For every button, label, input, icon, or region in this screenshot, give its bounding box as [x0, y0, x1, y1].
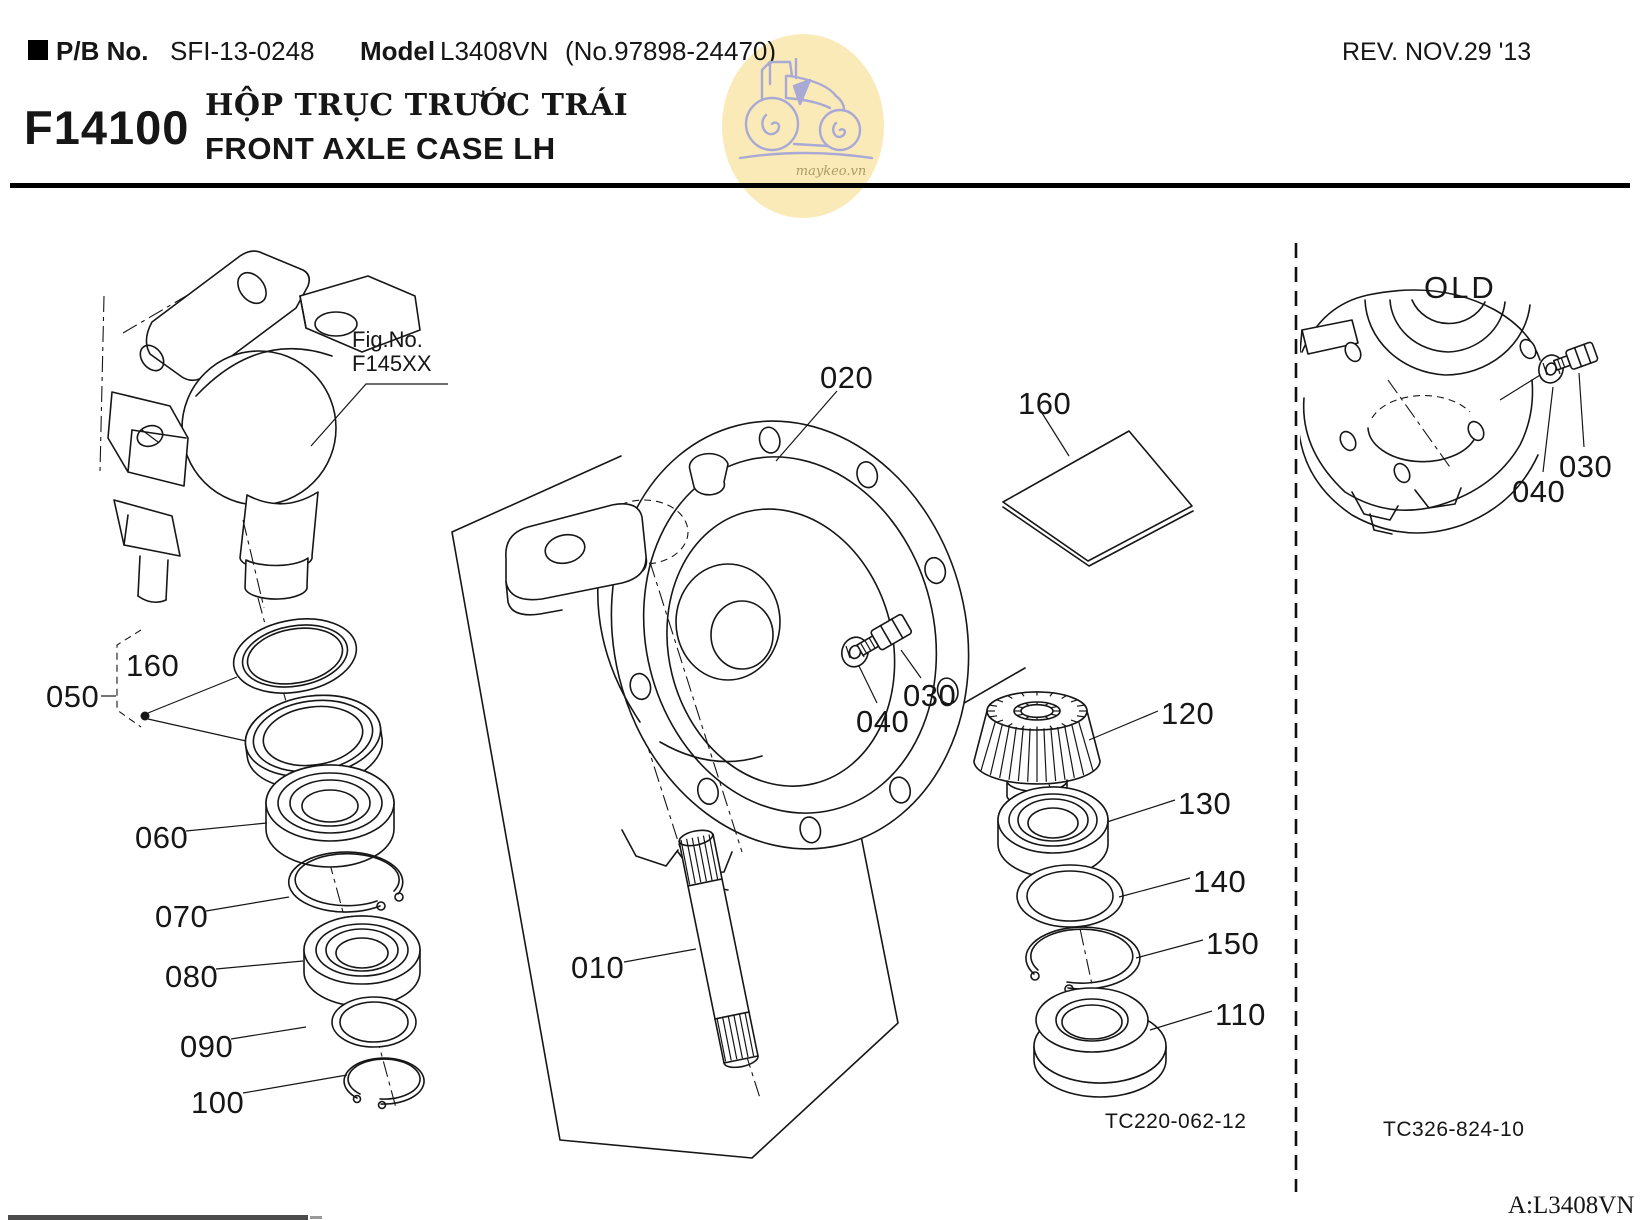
pb-no-value: SFI-13-0248: [170, 36, 315, 66]
gasket-drawing: [1002, 430, 1194, 567]
fig-ref-line2: F145XX: [352, 351, 432, 376]
old-plug-030-drawing: [1552, 341, 1599, 371]
pb-no-label: P/B No.: [56, 36, 149, 66]
part-label-090: 090: [180, 1029, 234, 1064]
part-label-old-030: 030: [1559, 449, 1613, 484]
part-label-old-040: 040: [1512, 474, 1566, 509]
header-square-bullet-icon: [28, 40, 48, 60]
part-label-150: 150: [1206, 926, 1260, 961]
part-label-010: 010: [571, 950, 625, 985]
left-parts-stack-drawing: [232, 618, 425, 1110]
plug-030-drawing: [856, 613, 913, 657]
old-section-title: OLD: [1424, 270, 1497, 305]
right-parts-stack-drawing: [973, 691, 1167, 1098]
model-value: L3408VN: [440, 36, 549, 66]
drawing-code-old: TC326-824-10: [1383, 1118, 1525, 1141]
fig-ref-label: Fig.No. F145XX: [352, 328, 432, 376]
axle-shaft-drawing: [678, 829, 759, 1069]
part-label-040: 040: [856, 704, 910, 739]
part-label-100: 100: [191, 1085, 245, 1120]
part-label-020: 020: [820, 360, 874, 395]
part-label-080: 080: [165, 959, 219, 994]
old-case-drawing: [1300, 289, 1541, 535]
figure-code: F14100: [24, 101, 190, 154]
part-label-140: 140: [1193, 864, 1247, 899]
watermark-site-text: maykeo.vn: [795, 164, 867, 179]
fig-ref-line1: Fig.No.: [352, 327, 423, 352]
part-label-060: 060: [135, 820, 189, 855]
watermark-circle: [722, 34, 884, 218]
leader-lines: [185, 372, 1585, 1094]
footer-model-code: A:L3408VN: [1508, 1192, 1635, 1219]
tractor-watermark-icon: [738, 58, 874, 160]
front-axle-knuckle-drawing: [99, 250, 421, 609]
seal-kit-bracket: [101, 629, 247, 742]
part-label-160-kit: 160: [126, 648, 180, 683]
old-case-leader: [1499, 371, 1546, 401]
part-label-030: 030: [903, 678, 957, 713]
part-label-160-gasket: 160: [1018, 386, 1072, 421]
serial-number: (No.97898-24470): [565, 36, 777, 66]
page-title-vietnamese: HỘP TRỤC TRƯỚC TRÁI: [205, 88, 629, 123]
bottom-scan-bar-fragment: [310, 1216, 322, 1219]
bottom-scan-bar: [8, 1215, 308, 1220]
front-axle-case-drawing: [505, 420, 970, 891]
part-label-070: 070: [155, 899, 209, 934]
part-label-050: 050: [46, 679, 100, 714]
part-label-130: 130: [1178, 786, 1232, 821]
revision-date: REV. NOV.29 '13: [1342, 38, 1532, 66]
part-label-110: 110: [1215, 997, 1266, 1032]
page-title-english: FRONT AXLE CASE LH: [205, 131, 556, 166]
drawing-code-main: TC220-062-12: [1105, 1110, 1247, 1133]
model-label: Model: [360, 36, 436, 66]
part-label-120: 120: [1161, 696, 1215, 731]
fig-ref-leader: [310, 383, 448, 447]
